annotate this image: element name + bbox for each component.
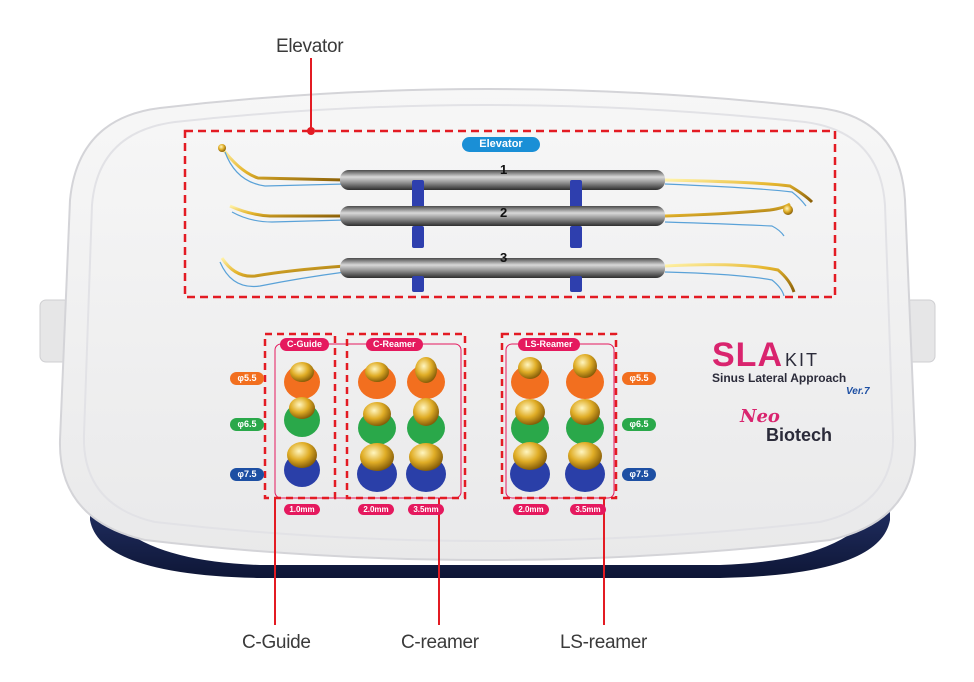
ls-reamer-size-label-1: 2.0mm bbox=[513, 504, 549, 515]
logo-biotech: Biotech bbox=[766, 425, 833, 445]
c-guide-group-label: C-Guide bbox=[280, 338, 329, 351]
sla-title: SLA bbox=[712, 336, 783, 374]
elevator-callout-label: Elevator bbox=[276, 36, 344, 57]
diameter-label-right-5-5: φ5.5 bbox=[622, 372, 656, 385]
c-guide-dashed-box bbox=[263, 332, 337, 500]
c-reamer-size-label-2: 3.5mm bbox=[408, 504, 444, 515]
brand-version: Ver.7 bbox=[846, 386, 870, 397]
diameter-label-left-7-5: φ7.5 bbox=[230, 468, 264, 481]
ls-reamer-group-label: LS-Reamer bbox=[518, 338, 580, 351]
c-reamer-callout-label: C-reamer bbox=[401, 632, 479, 653]
instrument-1 bbox=[218, 144, 814, 208]
c-reamer-size-label-1: 2.0mm bbox=[358, 504, 394, 515]
c-guide-callout-label: C-Guide bbox=[242, 632, 311, 653]
tray-lid bbox=[58, 88, 917, 561]
instrument-2 bbox=[229, 202, 793, 248]
instrument-number-3: 3 bbox=[500, 250, 508, 265]
ls-reamer-callout-label: LS-reamer bbox=[560, 632, 648, 653]
instrument-number-2: 2 bbox=[500, 205, 508, 220]
ls-reamer-dashed-box bbox=[500, 332, 618, 500]
tray-lid-inner-edge bbox=[82, 104, 895, 542]
c-guide-drills bbox=[284, 362, 320, 487]
logo-neo: Neo bbox=[740, 406, 780, 427]
instrument-number-1: 1 bbox=[500, 162, 508, 177]
brand-subtitle: Sinus Lateral Approach bbox=[712, 371, 847, 385]
instrument-3 bbox=[219, 257, 796, 297]
c-reamer-group-label: C-Reamer bbox=[366, 338, 423, 351]
ls-reamer-size-label-2: 3.5mm bbox=[570, 504, 606, 515]
tray-base bbox=[90, 470, 890, 578]
diameter-label-right-7-5: φ7.5 bbox=[622, 468, 656, 481]
elevator-dashed-box bbox=[183, 129, 837, 299]
c-reamer-dashed-box bbox=[345, 332, 467, 500]
ls-reamer-drills bbox=[510, 354, 605, 492]
c-guide-size-label: 1.0mm bbox=[284, 504, 320, 515]
elevator-callout-dot bbox=[307, 127, 315, 135]
diameter-label-right-6-5: φ6.5 bbox=[622, 418, 656, 431]
neo-biotech-logo: Neo Biotech bbox=[740, 406, 833, 445]
diameter-label-left-6-5: φ6.5 bbox=[230, 418, 264, 431]
elevator-badge: Elevator bbox=[462, 137, 540, 152]
diameter-label-left-5-5: φ5.5 bbox=[230, 372, 264, 385]
c-reamer-drills bbox=[357, 357, 446, 492]
kit-suffix: KIT bbox=[785, 350, 820, 370]
